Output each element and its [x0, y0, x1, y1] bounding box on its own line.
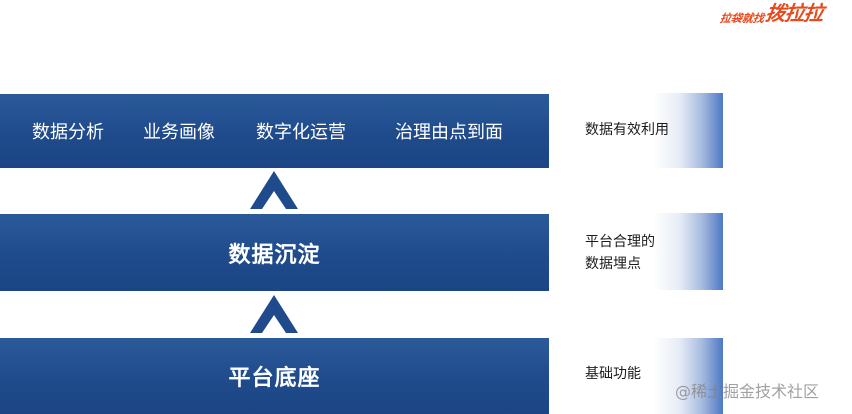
middle-band: 数据沉淀: [0, 214, 549, 291]
note-middle-line1: 平台合理的: [585, 234, 655, 250]
bottom-band: 平台底座: [0, 338, 549, 414]
top-item-digital-operations: 数字化运营: [256, 122, 346, 143]
up-arrow-icon: [250, 295, 298, 333]
brand-logo: 拉袋就找 拨拉拉: [719, 1, 838, 26]
bottom-band-title: 平台底座: [228, 366, 321, 391]
watermark: @稀土掘金技术社区: [675, 382, 820, 401]
top-band: 数据分析 业务画像 数字化运营 治理由点到面: [0, 94, 549, 168]
note-middle-line2: 数据埋点: [585, 256, 641, 272]
middle-band-title: 数据沉淀: [228, 242, 321, 268]
note-top: 数据有效利用: [568, 93, 723, 168]
logo-big-text: 拨拉拉: [764, 1, 825, 25]
note-top-text: 数据有效利用: [585, 122, 669, 138]
logo-small-text: 拉袋就找: [719, 12, 765, 25]
top-item-governance: 治理由点到面: [395, 122, 503, 143]
note-bottom-text: 基础功能: [585, 366, 641, 382]
note-bottom: 基础功能: [568, 338, 723, 414]
top-item-data-analysis: 数据分析: [32, 122, 104, 143]
top-item-business-profile: 业务画像: [143, 122, 215, 143]
up-arrow-icon: [250, 171, 298, 209]
note-middle: 平台合理的 数据埋点: [568, 213, 723, 290]
